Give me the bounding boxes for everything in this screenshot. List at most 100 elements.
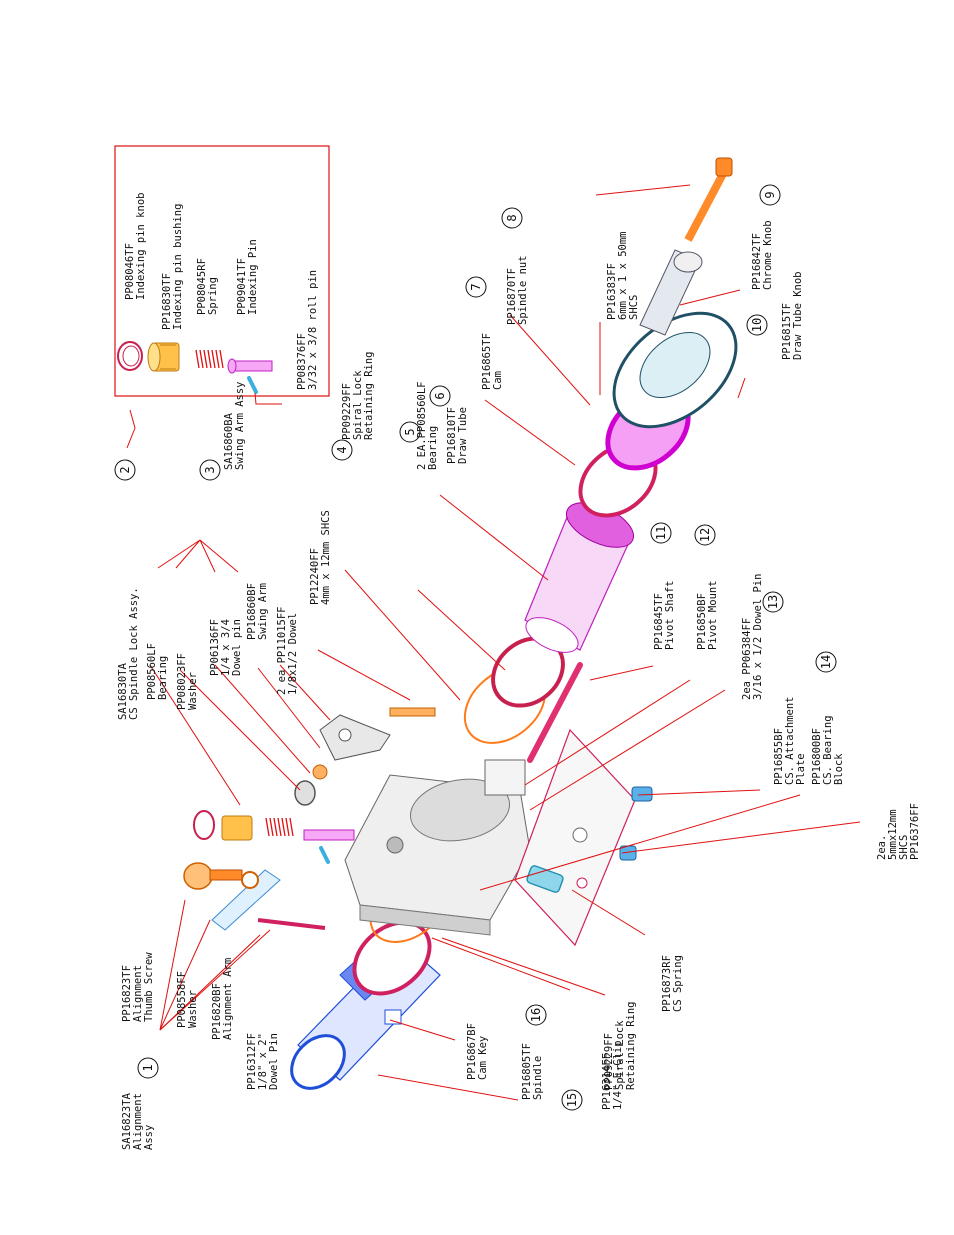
inset-spring	[195, 349, 224, 369]
callout-number: 1	[141, 1064, 155, 1071]
inset-label-line: PP09041TF	[236, 258, 248, 315]
callout-line: Block	[833, 753, 845, 785]
callout-line: PP16873RF	[661, 955, 673, 1012]
callout-line: 2 ea PP11015FF	[276, 606, 288, 695]
callout-number-circle	[650, 522, 672, 544]
inset-label-line: Indexing pin bushing	[172, 204, 184, 330]
callout-number: 13	[766, 595, 780, 609]
callout-number-circle	[331, 439, 353, 461]
callout-line: PP06136FF	[209, 619, 221, 676]
callout-number-circle	[561, 1089, 583, 1111]
callout-number: 6	[433, 392, 447, 399]
callout-line: Thumb Screw	[143, 952, 155, 1022]
callout-line: 1/8x1/2 Dowel	[287, 613, 299, 695]
callout-line: Alignment	[132, 1093, 144, 1150]
callout-line: Alignment Arm	[222, 958, 234, 1040]
callout-number: 5	[403, 428, 417, 435]
attachment-plate-part	[514, 728, 636, 947]
callout-line: Retaining Ring	[363, 351, 375, 440]
shcs-long-bolt-part	[684, 157, 733, 242]
callout-number: 8	[505, 214, 519, 221]
callout-line: Spiral Lock	[614, 1020, 626, 1090]
inset-label-line: PP08376FF	[296, 333, 308, 390]
callout-line: 1/4 x 3/4	[220, 619, 232, 676]
bearing-block-part	[344, 774, 531, 936]
callout-line: SA16830TA	[117, 662, 129, 720]
callout-line: PP16867BF	[466, 1023, 478, 1080]
callout-line: Retaining Ring	[625, 1001, 637, 1090]
callout-line: SA16823TA	[121, 1092, 133, 1150]
callout-line: 1/8" x 2"	[257, 1033, 269, 1090]
inset-label-line: Indexing pin knob	[135, 193, 147, 300]
callout-number-circle	[525, 1004, 547, 1026]
callout-line: PP08023FF	[176, 653, 188, 710]
callout-number-circle	[815, 651, 837, 673]
draw-tube-part	[524, 502, 635, 653]
callout-line: Cam	[492, 371, 504, 390]
callout-line: Washer	[187, 990, 199, 1028]
callout-line: PP16865TF	[481, 333, 493, 390]
callout-line: CS. Bearing	[822, 715, 834, 785]
callout-line: SA16860BA	[223, 412, 235, 470]
callout-line: PP16810TF	[446, 407, 458, 464]
draw-tube-knob-part	[612, 311, 738, 429]
callout-line: Pivot Shaft	[664, 580, 676, 650]
callout-number-circle	[399, 421, 421, 443]
callout-line: PP08558FF	[176, 971, 188, 1028]
callout-line: PP16850BF	[696, 593, 708, 650]
callout-line: Bearing	[427, 426, 439, 470]
inset-label-line: 3/32 x 3/8 roll pin	[307, 270, 319, 390]
callout-line: 2 EA.PP08560LF	[416, 381, 428, 470]
alignment-dowel-pin-part	[257, 918, 326, 930]
callout-number: 16	[529, 1008, 543, 1022]
callout-line: PP09229FF	[603, 1033, 615, 1090]
inset-label-line: PP08046TF	[124, 243, 136, 300]
inset-roll-pin	[247, 376, 258, 394]
inset-bushing	[147, 342, 180, 372]
callout-line: PP16820BF	[211, 983, 223, 1040]
pivot-shaft-part	[484, 662, 583, 796]
swing-arm-part	[319, 707, 436, 761]
callout-line: PP16842TF	[751, 233, 763, 290]
callout-number: 15	[565, 1093, 579, 1107]
callout-line: PP12240FF	[309, 548, 321, 605]
callout-line: Washer	[187, 672, 199, 710]
cs-spring-part	[526, 865, 564, 893]
callout-line: PP16823TF	[121, 965, 133, 1022]
callout-line: PP16383FF	[606, 263, 618, 320]
callout-number-circle	[762, 591, 784, 613]
callout-line: PP16312FF	[246, 1033, 258, 1090]
callout-number-circle	[429, 385, 451, 407]
callout-line: Draw Tube Knob	[792, 271, 804, 360]
inset-label-line: PP16830TF	[161, 273, 173, 330]
callout-number: 3	[203, 466, 217, 473]
callout-line: PP16805TF	[521, 1043, 533, 1100]
callout-number: 11	[654, 526, 668, 540]
callout-line: CS Spindle Lock Assy.	[128, 587, 140, 720]
callout-line: Draw Tube	[457, 407, 469, 464]
callout-line: 3/16 x 1/2 Dowel Pin	[752, 574, 764, 700]
callout-line: Dowel pin	[231, 619, 243, 676]
